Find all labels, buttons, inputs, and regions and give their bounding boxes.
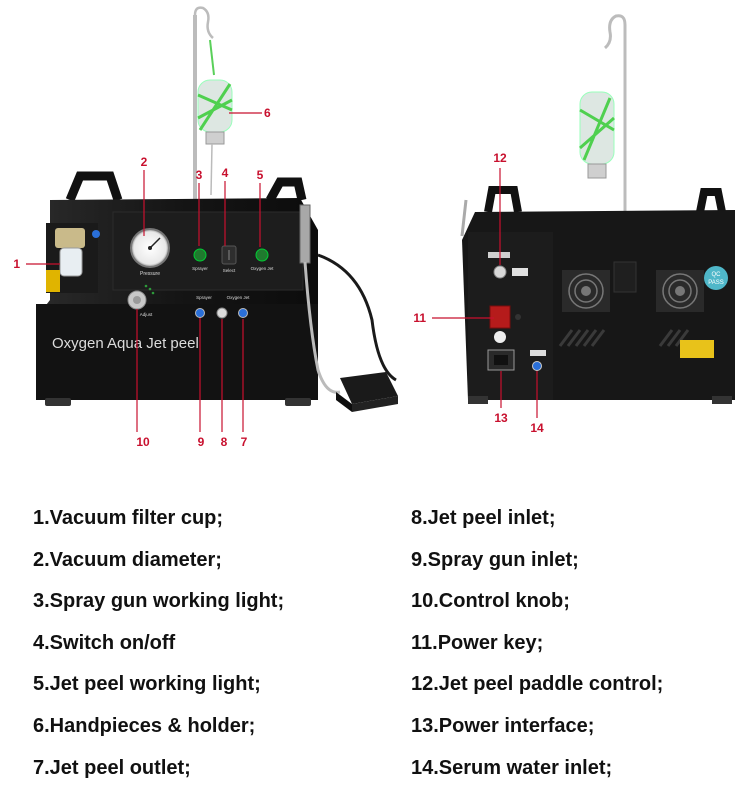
- legend-item-8: 8.Jet peel inlet;: [411, 507, 556, 529]
- callout-8: 8: [221, 435, 228, 449]
- serum-bottle: [197, 39, 233, 196]
- legend-item-7: 7.Jet peel outlet;: [33, 756, 191, 779]
- left-handle: [65, 171, 123, 202]
- port-label-sprayer: Sprayer: [196, 295, 212, 300]
- paddle-connector-strip: [488, 252, 510, 258]
- rear-iv-hook: [603, 14, 627, 265]
- gauge-label: Pressure: [140, 271, 160, 277]
- right-handle: [266, 177, 307, 203]
- callout-10: 10: [136, 435, 150, 449]
- product-diagram: Pressure Sprayer Select Oxygen Jet Adjus…: [13, 6, 735, 449]
- ce-mark: [494, 331, 506, 343]
- legend-column-right: 8.Jet peel inlet; 9.Spray gun inlet; 10.…: [411, 498, 663, 789]
- spray-gun-light: [193, 248, 207, 262]
- legend-item-12: 12.Jet peel paddle control;: [411, 673, 664, 696]
- legend-item-6: 6.Handpieces & holder;: [33, 714, 256, 737]
- qc-pass-badge: [704, 266, 728, 290]
- light-label-select: Select: [223, 268, 236, 273]
- callout-2: 2: [141, 155, 148, 169]
- pressure-gauge: Pressure: [130, 228, 170, 277]
- rear-vents: [558, 329, 690, 347]
- jet-peel-paddle-port[interactable]: [493, 265, 507, 279]
- legend-item-11: 11.Power key;: [411, 631, 544, 654]
- legend-item-10: 10.Control knob;: [411, 590, 570, 613]
- callout-5: 5: [257, 168, 264, 182]
- light-label-oxygen-jet: Oxygen Jet: [251, 266, 275, 271]
- callout-4: 4: [222, 166, 229, 180]
- jet-peel-inlet[interactable]: [216, 307, 228, 319]
- front-callout-labels: 1 2 3 4 5 6 7 8 9 10: [13, 106, 271, 449]
- callout-3: 3: [196, 168, 203, 182]
- handpiece: [299, 204, 311, 264]
- callout-11: 11: [413, 311, 426, 325]
- spray-gun-inlet[interactable]: [195, 308, 205, 318]
- legend-item-1: 1.Vacuum filter cup;: [33, 507, 224, 529]
- serum-water-inlet[interactable]: [532, 361, 542, 371]
- iv-hook: [193, 6, 214, 39]
- legend-item-13: 13.Power interface;: [411, 714, 595, 737]
- port-label-oxygen-jet: Oxygen Jet: [227, 295, 251, 300]
- warning-label: [680, 340, 714, 358]
- front-callout-lines: [26, 112, 262, 432]
- callout-1: 1: [13, 257, 20, 271]
- callout-7: 7: [241, 435, 248, 449]
- legend-item-3: 3.Spray gun working light;: [33, 590, 285, 613]
- legend-item-5: 5.Jet peel working light;: [33, 673, 261, 696]
- rear-machine: QC PASS: [460, 14, 735, 404]
- legend-item-4: 4.Switch on/off: [33, 631, 176, 654]
- rear-fan-right: [656, 270, 704, 312]
- jet-peel-light: [255, 248, 269, 262]
- control-knob[interactable]: Adjust: [127, 284, 155, 317]
- knob-label: Adjust: [140, 312, 153, 317]
- brand-text: Oxygen Aqua Jet peel: [52, 335, 199, 352]
- callout-6: 6: [264, 106, 271, 120]
- rear-serum-bottle: [579, 91, 615, 179]
- jet-peel-outlet[interactable]: [238, 308, 248, 318]
- legend-column-left: 1.Vacuum filter cup; 2.Vacuum diameter; …: [33, 498, 284, 789]
- parts-legend: 1.Vacuum filter cup; 2.Vacuum diameter; …: [0, 498, 750, 798]
- qc-badge-line2: PASS: [708, 280, 724, 286]
- power-cable: [317, 253, 397, 382]
- front-machine: Pressure Sprayer Select Oxygen Jet Adjus…: [36, 6, 398, 412]
- qc-badge-line1: QC: [712, 272, 722, 278]
- callout-14: 14: [530, 421, 544, 435]
- foot-pedal[interactable]: [336, 372, 398, 412]
- rear-callout-lines: [432, 168, 538, 418]
- light-label-sprayer: Sprayer: [192, 266, 208, 271]
- power-key[interactable]: [489, 305, 511, 329]
- legend-item-9: 9.Spray gun inlet;: [411, 548, 579, 571]
- rear-fan-left: [562, 270, 610, 312]
- legend-item-14: 14.Serum water inlet;: [411, 756, 613, 779]
- vacuum-filter-cup: [46, 223, 100, 293]
- callout-12: 12: [493, 151, 507, 165]
- callout-13: 13: [494, 411, 508, 425]
- callout-9: 9: [198, 435, 205, 449]
- rear-callout-labels: 11 12 13 14: [413, 151, 544, 435]
- legend-item-2: 2.Vacuum diameter;: [33, 548, 222, 571]
